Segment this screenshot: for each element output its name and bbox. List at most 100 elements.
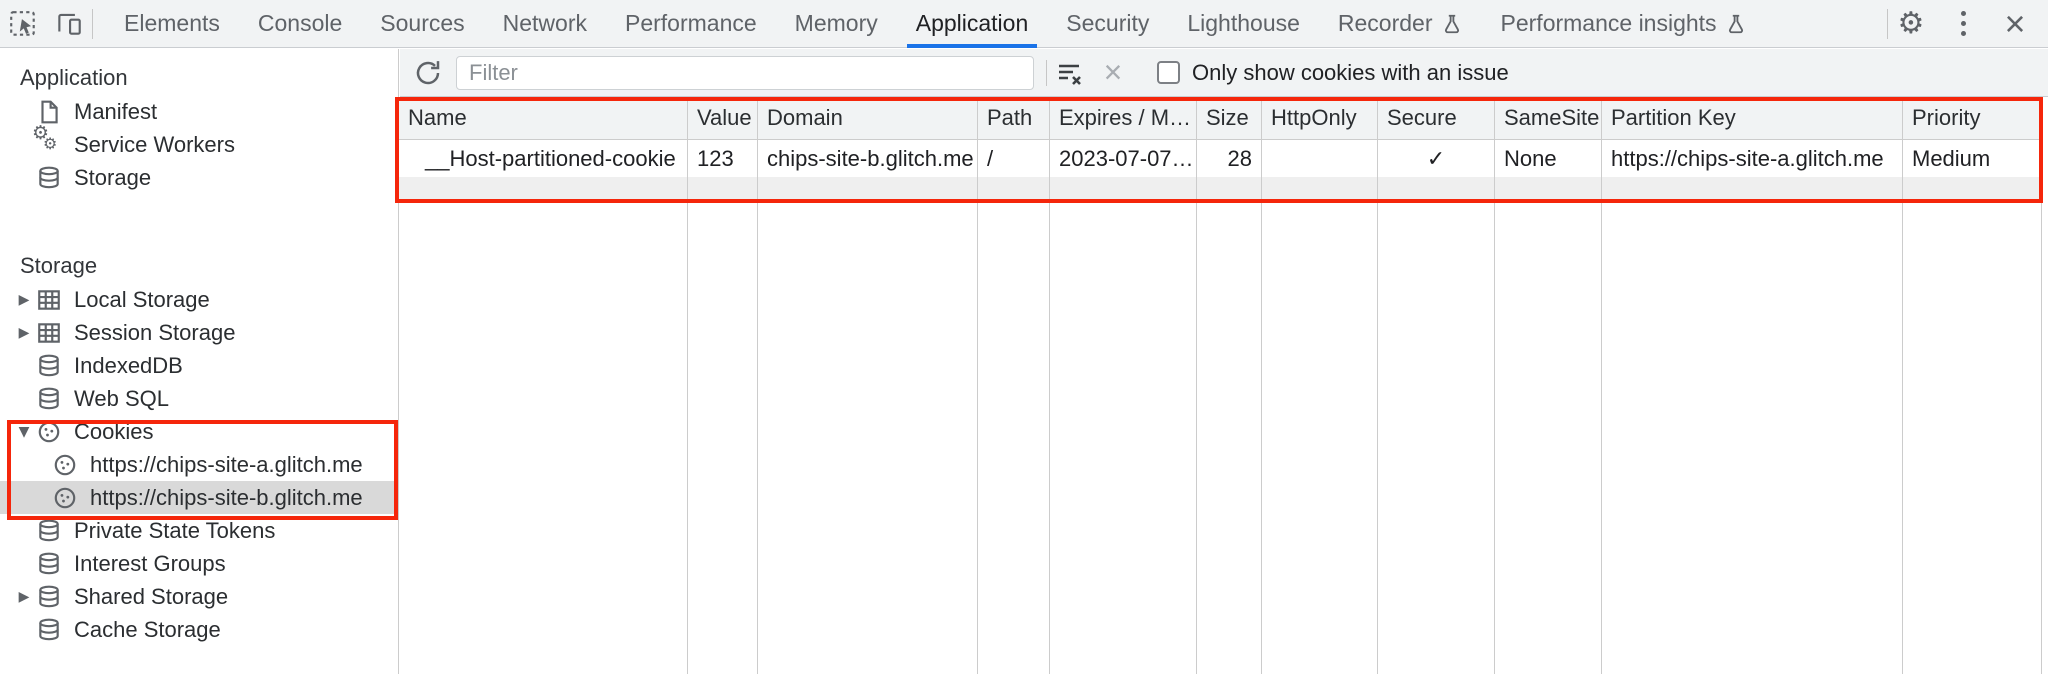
cookie-icon xyxy=(50,450,80,480)
database-icon xyxy=(34,615,64,645)
column-header-httponly[interactable]: HttpOnly xyxy=(1262,97,1378,139)
experiment-flask-icon xyxy=(1728,14,1743,33)
cell-partition-key[interactable]: https://chips-site-a.glitch.me xyxy=(1602,140,1903,177)
cookies-data-grid: Name Value Domain Path Expires / M… Size… xyxy=(399,97,2042,674)
column-header-size[interactable]: Size xyxy=(1197,97,1262,139)
close-devtools-button[interactable]: × xyxy=(1992,1,2038,47)
only-show-issue-checkbox[interactable] xyxy=(1157,61,1180,84)
database-icon xyxy=(34,549,64,579)
column-header-domain[interactable]: Domain xyxy=(758,97,978,139)
tab-sources[interactable]: Sources xyxy=(380,10,465,36)
devtools-tabbar: Elements Console Sources Network Perform… xyxy=(0,0,2048,48)
database-icon xyxy=(34,582,64,612)
sidebar-item-service-workers[interactable]: ⚙⚙ Service Workers xyxy=(0,121,398,161)
sidebar-item-manifest[interactable]: Manifest xyxy=(0,95,398,128)
only-show-issue-label[interactable]: Only show cookies with an issue xyxy=(1192,59,1509,85)
experiment-flask-icon xyxy=(1444,14,1459,33)
chevron-right-icon[interactable]: ▶ xyxy=(18,291,30,308)
panel-tabs: Elements Console Sources Network Perform… xyxy=(105,0,1766,48)
tab-lighthouse[interactable]: Lighthouse xyxy=(1187,10,1300,36)
cell-path[interactable]: / xyxy=(978,140,1050,177)
table-filler-row xyxy=(399,177,2042,199)
table-empty-area xyxy=(399,199,2042,674)
chevron-right-icon[interactable]: ▶ xyxy=(18,324,30,341)
tab-console[interactable]: Console xyxy=(257,10,343,36)
refresh-icon xyxy=(416,60,440,84)
toolbar-divider xyxy=(92,8,93,39)
inspect-element-button[interactable] xyxy=(0,1,46,47)
column-header-samesite[interactable]: SameSite xyxy=(1495,97,1602,139)
chevron-down-icon[interactable]: ▼ xyxy=(18,423,30,440)
clear-all-icon: × xyxy=(1103,54,1123,90)
clear-filter-icon xyxy=(1059,64,1081,85)
cell-expires[interactable]: 2023-07-07… xyxy=(1050,140,1197,177)
tab-network[interactable]: Network xyxy=(502,10,587,36)
tab-security[interactable]: Security xyxy=(1066,10,1150,36)
column-header-expires[interactable]: Expires / M… xyxy=(1050,97,1197,139)
chevron-right-icon[interactable]: ▶ xyxy=(18,588,30,605)
clear-filter-button[interactable] xyxy=(1047,51,1091,95)
file-icon xyxy=(34,97,64,127)
toggle-device-toolbar-button[interactable] xyxy=(46,1,92,47)
database-icon xyxy=(34,384,64,414)
column-header-value[interactable]: Value xyxy=(688,97,758,139)
database-icon xyxy=(34,163,64,193)
column-header-priority[interactable]: Priority xyxy=(1903,97,2042,139)
section-title-application: Application xyxy=(20,65,128,90)
tab-memory[interactable]: Memory xyxy=(794,10,878,36)
section-title-storage: Storage xyxy=(20,253,98,278)
database-icon xyxy=(34,516,64,546)
sidebar-item-interest-groups[interactable]: Interest Groups xyxy=(0,547,398,580)
more-options-button[interactable] xyxy=(1940,1,1986,47)
cookie-table-row[interactable]: __Host-partitioned-cookie 123 chips-site… xyxy=(399,140,2042,177)
cell-value[interactable]: 123 xyxy=(688,140,758,177)
gears-icon: ⚙⚙ xyxy=(32,121,58,153)
cell-httponly[interactable] xyxy=(1262,140,1378,177)
cell-secure[interactable]: ✓ xyxy=(1378,140,1495,177)
tab-elements[interactable]: Elements xyxy=(124,10,220,36)
tabbar-right-tools: ⚙ × xyxy=(1888,1,2038,47)
inspect-cursor-icon xyxy=(10,10,35,36)
sidebar-item-session-storage[interactable]: ▶ Session Storage xyxy=(0,316,398,349)
refresh-button[interactable] xyxy=(406,51,450,95)
column-header-name[interactable]: Name xyxy=(399,97,688,139)
tab-performance-insights[interactable]: Performance insights xyxy=(1482,0,1766,48)
sidebar-item-cookies-chips-site-b[interactable]: https://chips-site-b.glitch.me xyxy=(0,481,398,514)
cookie-icon xyxy=(34,417,64,447)
sidebar-item-storage[interactable]: Storage xyxy=(0,161,398,194)
sidebar-item-local-storage[interactable]: ▶ Local Storage xyxy=(0,283,398,316)
gear-icon: ⚙ xyxy=(1897,5,1925,41)
sidebar-item-cookies-chips-site-a[interactable]: https://chips-site-a.glitch.me xyxy=(0,448,398,481)
cookies-filter-toolbar: × Only show cookies with an issue xyxy=(400,49,2048,97)
sidebar-item-indexeddb[interactable]: IndexedDB xyxy=(0,349,398,382)
cell-name[interactable]: __Host-partitioned-cookie xyxy=(399,140,688,177)
cell-priority[interactable]: Medium xyxy=(1903,140,2042,177)
column-header-path[interactable]: Path xyxy=(978,97,1050,139)
cookies-table-header: Name Value Domain Path Expires / M… Size… xyxy=(399,97,2042,140)
sidebar-item-web-sql[interactable]: Web SQL xyxy=(0,382,398,415)
toolbar-divider xyxy=(1887,8,1888,39)
tab-recorder[interactable]: Recorder xyxy=(1319,0,1482,48)
delete-all-cookies-button[interactable]: × xyxy=(1091,51,1135,95)
column-header-partition-key[interactable]: Partition Key xyxy=(1602,97,1903,139)
cell-samesite[interactable]: None xyxy=(1495,140,1602,177)
device-toolbar-icon xyxy=(58,13,81,35)
sidebar-item-cookies[interactable]: ▼ Cookies xyxy=(0,415,398,448)
toolbar-divider xyxy=(1046,59,1047,86)
cell-size[interactable]: 28 xyxy=(1197,140,1262,177)
sidebar-item-private-state-tokens[interactable]: Private State Tokens xyxy=(0,514,398,547)
cookie-icon xyxy=(50,483,80,513)
database-icon xyxy=(34,351,64,381)
filter-input[interactable] xyxy=(456,55,1034,90)
settings-button[interactable]: ⚙ xyxy=(1888,1,1934,47)
table-grid-icon xyxy=(34,285,64,315)
kebab-menu-icon xyxy=(1960,11,1966,36)
application-sidebar: Application Manifest ⚙⚙ Service Workers … xyxy=(0,49,399,674)
tab-application[interactable]: Application xyxy=(897,0,1048,48)
sidebar-item-shared-storage[interactable]: ▶ Shared Storage xyxy=(0,580,398,613)
column-header-secure[interactable]: Secure xyxy=(1378,97,1495,139)
sidebar-item-cache-storage[interactable]: Cache Storage xyxy=(0,613,398,646)
cell-domain[interactable]: chips-site-b.glitch.me xyxy=(758,140,978,177)
tab-performance[interactable]: Performance xyxy=(625,10,757,36)
